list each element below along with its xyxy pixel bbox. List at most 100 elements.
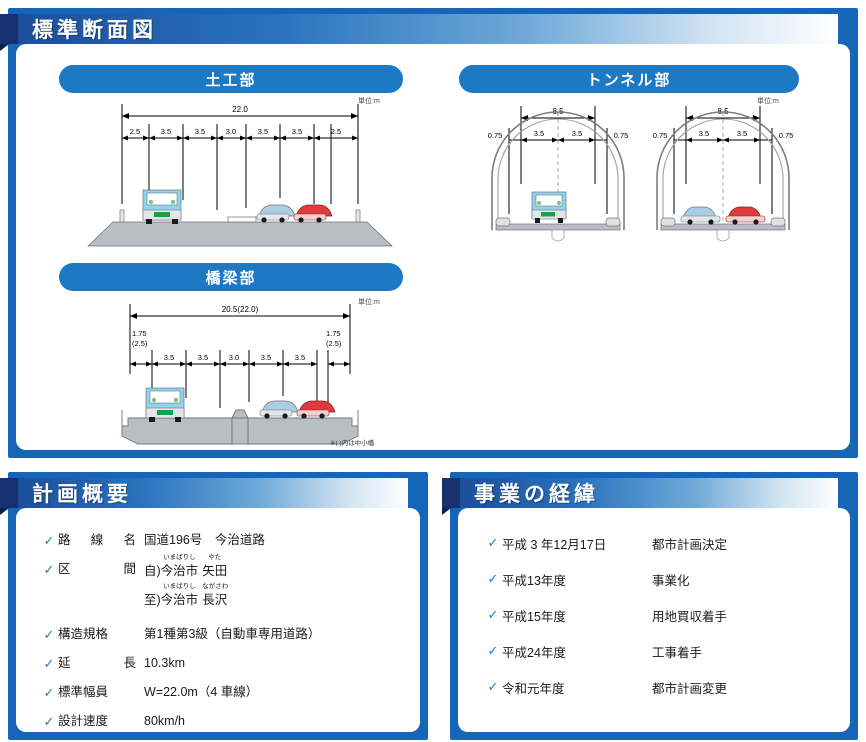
info-desc-standard: 第1種第3級（自動車専用道路） bbox=[144, 626, 321, 641]
svg-text:0.75: 0.75 bbox=[614, 131, 629, 140]
vehicle-car-red-tunnel bbox=[725, 206, 766, 225]
vehicle-bus bbox=[142, 189, 182, 224]
svg-text:1.75: 1.75 bbox=[326, 329, 341, 338]
info-term-width: 標準幅員 bbox=[58, 685, 109, 699]
history-date: 令和元年度 bbox=[502, 682, 565, 696]
pill-tunnel: トンネル部 bbox=[459, 65, 799, 93]
check-icon: ✓ bbox=[487, 571, 499, 587]
ribbon-tail bbox=[0, 14, 18, 51]
vehicle-car-red-bridge bbox=[296, 400, 336, 419]
info-desc-route: 国道196号 今治道路 bbox=[144, 533, 265, 547]
pill-bridge: 橋梁部 bbox=[59, 263, 403, 291]
bridge-diagram: 20.5(22.0) 1.75 (2.5) 1.75 (2.5) 3.5 3.5… bbox=[121, 304, 359, 445]
check-icon: ✓ bbox=[43, 626, 55, 642]
earthwork-total-label: 22.0 bbox=[232, 105, 248, 114]
ruby-imabarishi-1: いまばりし今治市 bbox=[160, 554, 199, 579]
check-icon: ✓ bbox=[487, 643, 499, 659]
svg-text:3.5: 3.5 bbox=[195, 127, 205, 136]
svg-text:3.5: 3.5 bbox=[737, 129, 747, 138]
info-term-section: 区 間 bbox=[58, 562, 136, 577]
check-icon: ✓ bbox=[43, 655, 55, 671]
history-row: ✓ 平成15年度 用地買収着手 bbox=[484, 606, 844, 625]
check-icon: ✓ bbox=[43, 533, 55, 548]
ribbon-body bbox=[18, 14, 838, 44]
history-row: ✓ 平成13年度 事業化 bbox=[484, 570, 844, 589]
svg-text:3.5: 3.5 bbox=[261, 353, 271, 362]
svg-text:3.5: 3.5 bbox=[699, 129, 709, 138]
svg-text:3.5: 3.5 bbox=[295, 353, 305, 362]
history-row: ✓ 令和元年度 都市計画変更 bbox=[484, 678, 844, 697]
history-row: ✓ 平成24年度 工事着手 bbox=[484, 642, 844, 661]
svg-text:3.5: 3.5 bbox=[292, 127, 302, 136]
plan-outline-list: ✓ 路 線 名 国道196号 今治道路 ✓ 区 間 自)いまばりし今治市やた矢田… bbox=[40, 533, 410, 742]
svg-text:3.5: 3.5 bbox=[161, 127, 171, 136]
check-icon: ✓ bbox=[43, 714, 55, 730]
svg-text:(2.5): (2.5) bbox=[326, 339, 342, 348]
vehicle-car-red bbox=[293, 204, 333, 223]
info-desc-width: W=22.0m（4 車線） bbox=[144, 685, 259, 699]
unit-label-bridge: 単位:m bbox=[358, 299, 380, 306]
project-history-ribbon: 事業の経緯 bbox=[442, 478, 838, 515]
info-term-route: 路 線 名 bbox=[58, 533, 136, 547]
check-icon: ✓ bbox=[487, 535, 499, 551]
svg-text:3.5: 3.5 bbox=[164, 353, 174, 362]
info-term-length: 延 長 bbox=[58, 655, 136, 670]
ribbon-body-plan bbox=[18, 478, 408, 508]
info-row-length: ✓ 延 長 10.3km bbox=[40, 656, 410, 672]
info-row-section: ✓ 区 間 自)いまばりし今治市やた矢田 bbox=[40, 554, 410, 580]
vehicle-bus-tunnel bbox=[531, 191, 567, 223]
history-row: ✓ 平成 3 年12月17日 都市計画決定 bbox=[484, 534, 844, 553]
vehicle-bus-bridge bbox=[145, 387, 185, 422]
check-icon: ✓ bbox=[487, 607, 499, 623]
svg-text:3.0: 3.0 bbox=[226, 127, 236, 136]
unit-label-tunnel: 単位:m bbox=[757, 98, 779, 105]
vehicle-car-blue-bridge bbox=[259, 400, 299, 419]
svg-text:0.75: 0.75 bbox=[488, 131, 503, 140]
info-term-standard: 構造規格 bbox=[58, 626, 109, 641]
plan-outline-card bbox=[16, 508, 420, 732]
spacer bbox=[40, 591, 58, 607]
ribbon-tail-history bbox=[442, 478, 460, 515]
info-row-section-to: 至)いまばりし今治市ながさわ長沢 bbox=[40, 582, 410, 609]
plan-outline-ribbon: 計画概要 bbox=[0, 478, 408, 515]
ruby-imabarishi-2: いまばりし今治市 bbox=[160, 582, 199, 607]
svg-text:1.75: 1.75 bbox=[132, 329, 147, 338]
history-event: 工事着手 bbox=[652, 646, 703, 660]
history-event: 都市計画変更 bbox=[652, 682, 728, 696]
bridge-footnote: ※( )内は中小橋 bbox=[330, 440, 375, 447]
project-history-list: ✓ 平成 3 年12月17日 都市計画決定 ✓ 平成13年度 事業化 ✓ 平成1… bbox=[484, 534, 844, 714]
tunnel-right-diagram: 8.5 3.5 3.5 0.75 0.75 bbox=[653, 106, 794, 242]
cross-section-card bbox=[16, 44, 850, 450]
ruby-yata: やた矢田 bbox=[202, 554, 228, 579]
plan-outline-title: 計画概要 bbox=[32, 483, 132, 506]
ribbon-body-history bbox=[460, 478, 838, 508]
svg-text:3.5: 3.5 bbox=[534, 129, 544, 138]
info-desc-speed: 80km/h bbox=[144, 714, 185, 729]
info-desc-section-from: 自)いまばりし今治市やた矢田 bbox=[144, 554, 228, 579]
info-term-spacer bbox=[58, 591, 136, 607]
earthwork-diagram: 22.0 2.5 3.5 3.5 3.0 3.5 3.5 2.5 bbox=[87, 104, 393, 247]
svg-text:3.5: 3.5 bbox=[198, 353, 208, 362]
vehicle-car-blue bbox=[256, 204, 296, 223]
vehicle-car-blue-tunnel bbox=[680, 206, 721, 225]
svg-text:0.75: 0.75 bbox=[779, 131, 794, 140]
svg-text:3.5: 3.5 bbox=[572, 129, 582, 138]
history-date: 平成 3 年12月17日 bbox=[502, 538, 607, 552]
info-row-standard: ✓ 構造規格 第1種第3級（自動車専用道路） bbox=[40, 627, 410, 643]
history-event: 事業化 bbox=[652, 574, 690, 588]
unit-label-earthwork: 単位:m bbox=[358, 98, 380, 105]
history-date: 平成24年度 bbox=[502, 646, 566, 660]
ruby-nagasawa: ながさわ長沢 bbox=[202, 582, 229, 607]
svg-text:(2.5): (2.5) bbox=[132, 339, 148, 348]
info-desc-section-to: 至)いまばりし今治市ながさわ長沢 bbox=[144, 582, 229, 607]
info-term-speed: 設計速度 bbox=[58, 714, 109, 729]
history-event: 都市計画決定 bbox=[652, 538, 728, 552]
project-history-title: 事業の経緯 bbox=[474, 483, 599, 506]
tunnel-left-diagram: 8.5 3.5 3.5 0.75 0.75 bbox=[488, 106, 629, 242]
check-icon: ✓ bbox=[43, 562, 55, 578]
history-date: 平成15年度 bbox=[502, 610, 566, 624]
pill-earthwork: 土工部 bbox=[59, 65, 403, 93]
history-event: 用地買収着手 bbox=[652, 610, 728, 624]
svg-text:3.0: 3.0 bbox=[229, 353, 239, 362]
